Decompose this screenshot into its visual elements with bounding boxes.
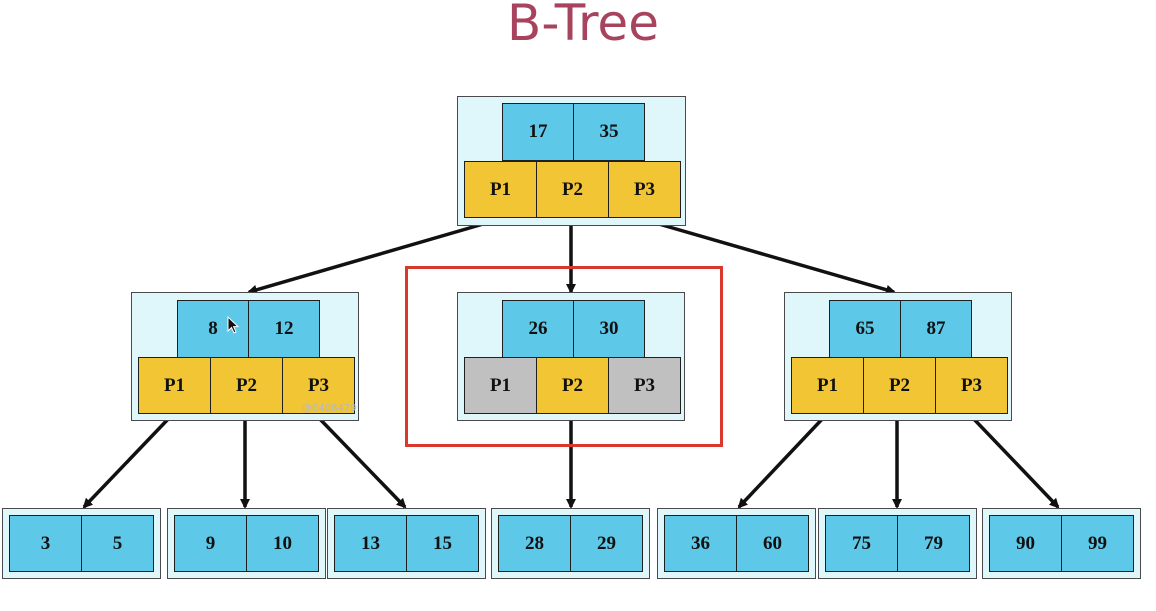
root-key-2: 35 (573, 103, 645, 161)
internal-right-pointer-p1: P1 (791, 357, 864, 414)
highlight-box (405, 266, 723, 447)
leaf-5-key-2: 60 (736, 515, 809, 572)
internal-right-pointer-p3: P3 (935, 357, 1008, 414)
watermark-text: @6408479 (302, 403, 357, 414)
leaf-2-key-2: 10 (246, 515, 319, 572)
arrow-4 (82, 413, 174, 509)
leaf-7-key-1: 90 (989, 515, 1062, 572)
arrow-10 (968, 413, 1060, 509)
internal-left-pointer-p3: P3 (282, 357, 355, 414)
leaf-6-key-1: 75 (825, 515, 898, 572)
arrow-3 (644, 218, 896, 295)
leaf-4-key-2: 29 (570, 515, 643, 572)
internal-left-key-2: 12 (248, 300, 320, 358)
internal-middle-pointer-p3: P3 (608, 357, 681, 414)
internal-middle-pointer-p2: P2 (536, 357, 609, 414)
leaf-4-key-1: 28 (498, 515, 571, 572)
internal-right-key-1: 65 (829, 300, 901, 358)
arrow-8 (737, 413, 828, 509)
root-pointer-p3: P3 (608, 161, 681, 218)
root-pointer-p2: P2 (536, 161, 609, 218)
mouse-cursor-icon (227, 316, 240, 334)
internal-middle-pointer-p1: P1 (464, 357, 537, 414)
internal-left-pointer-p2: P2 (210, 357, 283, 414)
leaf-3-key-2: 15 (406, 515, 479, 572)
root-key-1: 17 (502, 103, 574, 161)
leaf-7-key-2: 99 (1061, 515, 1134, 572)
leaf-3-key-1: 13 (334, 515, 407, 572)
root-pointer-p1: P1 (464, 161, 537, 218)
internal-left-pointer-p1: P1 (138, 357, 211, 414)
internal-middle-key-2: 30 (573, 300, 645, 358)
internal-middle-key-1: 26 (502, 300, 574, 358)
internal-right-pointer-p2: P2 (863, 357, 936, 414)
internal-left-key-1: 8 (177, 300, 249, 358)
leaf-1-key-2: 5 (81, 515, 154, 572)
leaf-2-key-1: 9 (174, 515, 247, 572)
arrow-6 (314, 413, 407, 509)
diagram-title: B-Tree (507, 0, 659, 52)
leaf-5-key-1: 36 (664, 515, 737, 572)
arrow-1 (247, 218, 498, 295)
leaf-6-key-2: 79 (897, 515, 970, 572)
internal-right-key-2: 87 (900, 300, 972, 358)
leaf-1-key-1: 3 (9, 515, 82, 572)
